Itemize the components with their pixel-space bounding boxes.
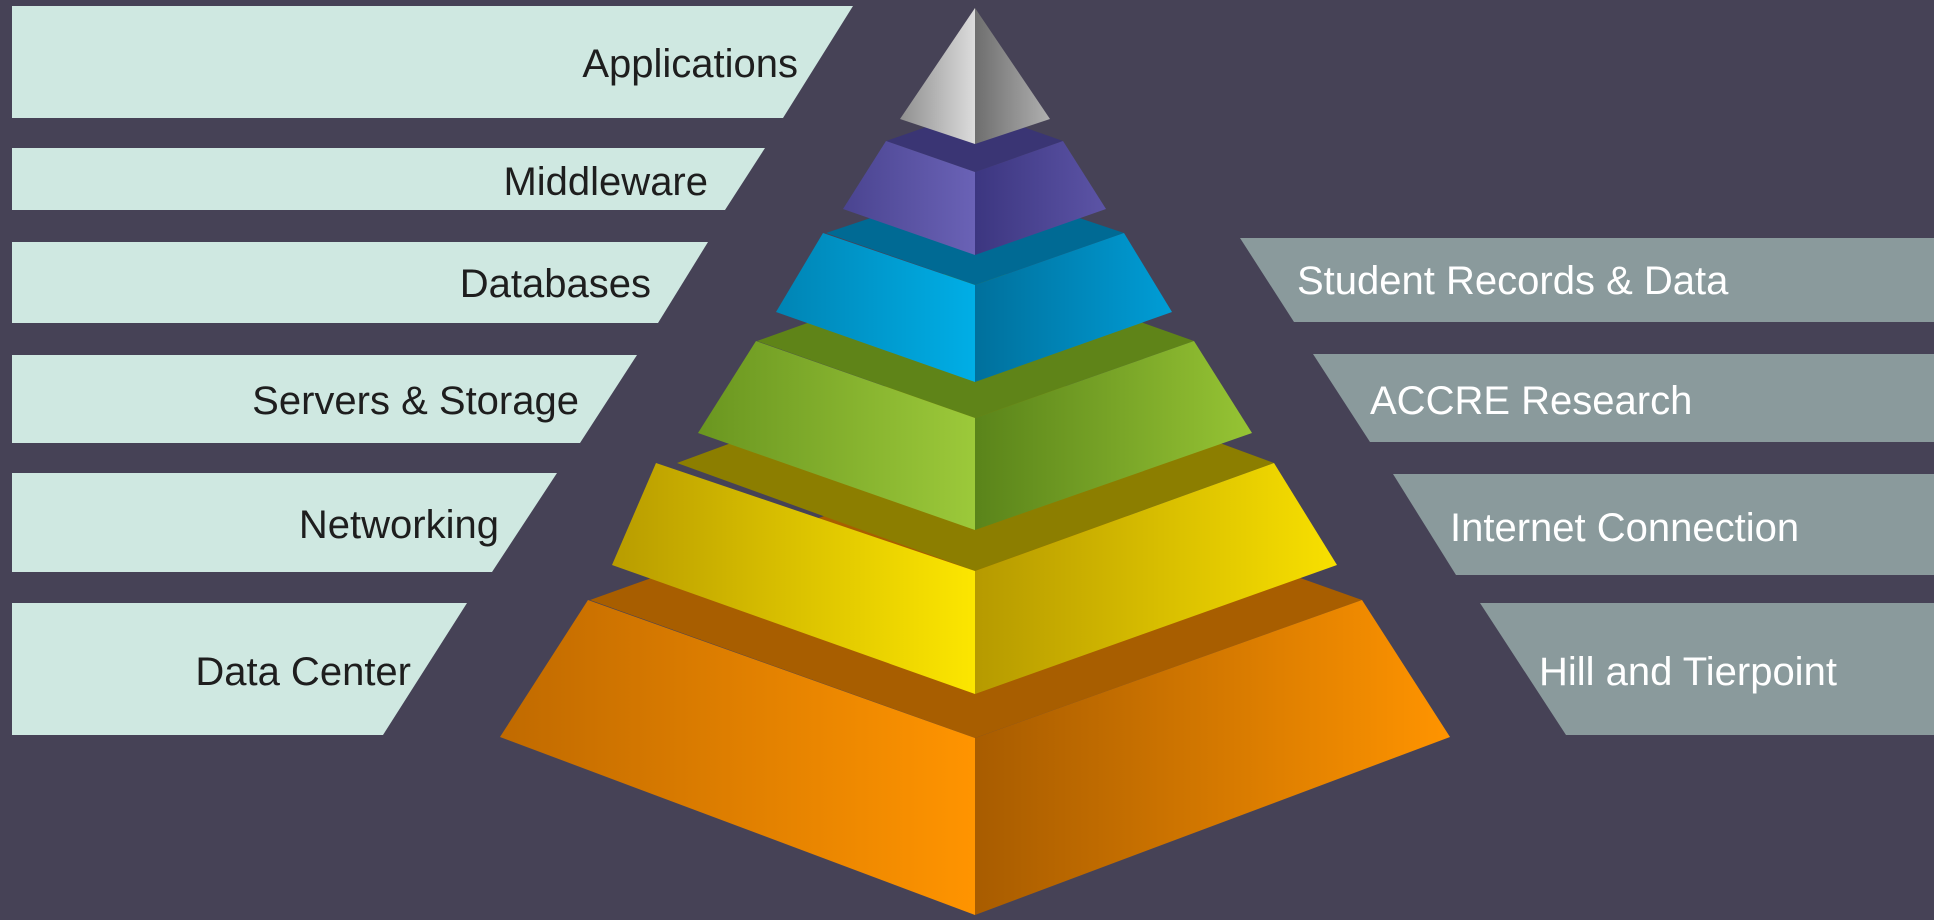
label-accre-research: ACCRE Research [1370,379,1693,423]
label-servers-storage: Servers & Storage [252,379,579,423]
layer-purple-right [975,141,1106,255]
banner-internet-connection [1393,474,1934,575]
label-networking: Networking [298,503,499,547]
label-hill-tierpoint: Hill and Tierpoint [1539,650,1837,694]
label-student-records: Student Records & Data [1297,259,1729,303]
banner-student-records [1240,238,1934,322]
pyramid-layer-tip [900,8,1050,144]
layer-tip-left [900,8,975,144]
label-applications: Applications [582,42,798,86]
banner-data-center [12,603,467,735]
label-middleware: Middleware [503,160,708,204]
pyramid [500,8,1450,915]
label-databases: Databases [459,262,651,306]
right-banners [1240,238,1934,735]
layer-yellow-right [975,463,1337,694]
banner-servers-storage [12,355,637,443]
banner-applications [12,6,853,118]
layer-blue-left [776,233,975,382]
layer-tip-right [975,8,1050,144]
banner-databases [12,242,708,323]
banner-accre-research [1313,354,1934,442]
banner-hill-tierpoint [1480,603,1934,735]
layer-purple-left [843,141,975,255]
label-data-center: Data Center [195,650,411,694]
layer-green-right [975,341,1252,530]
left-banners [12,6,853,735]
layer-blue-right [975,233,1172,382]
layer-yellow-left [612,463,975,694]
layer-green-left [698,341,975,530]
layer-orange-right [975,600,1450,915]
banner-networking [12,473,557,572]
label-internet-connection: Internet Connection [1450,506,1800,550]
banner-middleware [12,148,765,210]
layer-orange-left [500,600,975,915]
